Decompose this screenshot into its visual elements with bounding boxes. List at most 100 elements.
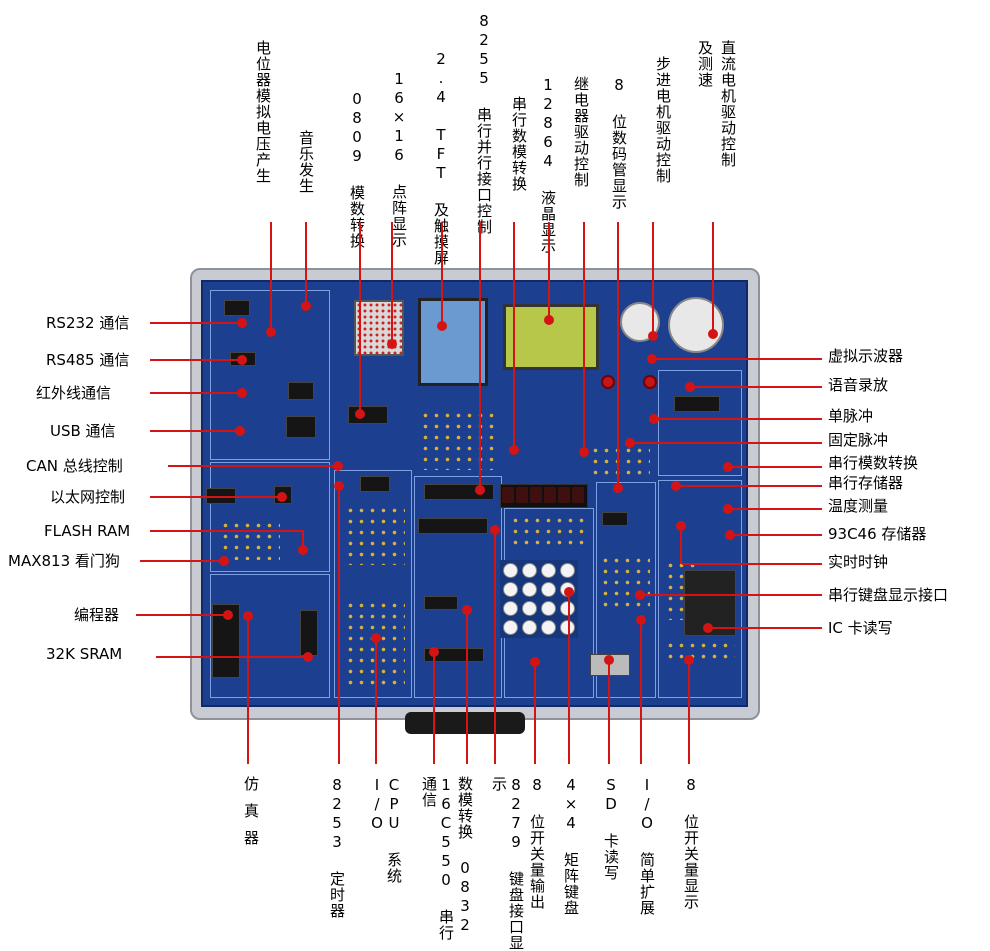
ic-chip (212, 604, 240, 678)
leader-line (140, 560, 224, 562)
leader-line (338, 486, 340, 764)
leader-dot (333, 461, 343, 471)
leader-line (728, 466, 822, 468)
leader-line (479, 222, 481, 490)
leader-line (680, 526, 682, 564)
top-label: 0809 模数转换 (348, 90, 366, 249)
leader-dot (648, 331, 658, 341)
leader-dot (509, 445, 519, 455)
leader-dot (635, 590, 645, 600)
board-region (596, 482, 656, 698)
top-label: 电位器模拟电压产生 (254, 40, 272, 184)
leader-line (712, 222, 714, 334)
right-label: 93C46 存储器 (828, 525, 927, 543)
tft-screen (418, 298, 488, 386)
top-label: 2.4 TFT 及触摸屏 (432, 50, 450, 266)
leader-line (433, 652, 435, 764)
right-label: 串行键盘显示接口 (828, 586, 949, 604)
ic-chip (418, 518, 488, 534)
jack-array (420, 410, 500, 470)
leader-dot (685, 382, 695, 392)
leader-dot (725, 530, 735, 540)
jack-array (600, 555, 650, 610)
left-label: RS485 通信 (46, 351, 130, 369)
leader-dot (301, 301, 311, 311)
leader-line (617, 222, 619, 488)
leader-dot (625, 438, 635, 448)
ic-chip (424, 648, 484, 662)
leader-dot (266, 327, 276, 337)
left-label: CAN 总线控制 (26, 457, 123, 475)
leader-dot (684, 655, 694, 665)
seven-segment-display (500, 484, 588, 508)
leader-line (150, 430, 240, 432)
leader-dot (462, 605, 472, 615)
leader-dot (237, 388, 247, 398)
jack-array (220, 520, 280, 560)
leader-line (375, 638, 377, 764)
bottom-label: 仿真器 (242, 776, 260, 857)
matrix-keypad (500, 560, 578, 638)
leader-dot (649, 414, 659, 424)
leader-line (708, 627, 822, 629)
left-label: RS232 通信 (46, 314, 130, 332)
leader-line (640, 594, 822, 596)
leader-line (150, 496, 282, 498)
leader-line (654, 418, 822, 420)
top-label: 8255 串行并行接口控制 (475, 12, 493, 235)
leader-dot (277, 492, 287, 502)
leader-dot (371, 633, 381, 643)
leader-line (466, 610, 468, 764)
leader-dot (303, 652, 313, 662)
leader-line (688, 660, 690, 764)
leader-line (513, 222, 515, 450)
leader-dot (237, 318, 247, 328)
right-label: 虚拟示波器 (828, 347, 904, 365)
leader-line (247, 616, 249, 764)
top-label: 音乐发生 (297, 130, 315, 194)
right-label: IC 卡读写 (828, 619, 893, 637)
leader-dot (564, 587, 574, 597)
bottom-label: 8 位开关量输出 (528, 776, 546, 910)
right-label: 串行模数转换 (828, 454, 919, 472)
leader-line (652, 222, 654, 336)
left-label: USB 通信 (50, 422, 116, 440)
leader-dot (647, 354, 657, 364)
leader-dot (723, 504, 733, 514)
left-label: 编程器 (74, 606, 120, 624)
leader-dot (579, 447, 589, 457)
leader-line (305, 222, 307, 306)
bottom-label: 16C550 串行通信 (420, 776, 455, 941)
leader-line (728, 508, 822, 510)
leader-line (548, 222, 550, 320)
leader-dot (604, 655, 614, 665)
dot-matrix-display (354, 300, 404, 356)
leader-line (640, 620, 642, 764)
leader-line (494, 530, 496, 764)
bottom-label: I/O 简单扩展 (638, 776, 656, 916)
ic-card-slot (684, 570, 736, 636)
ic-chip (674, 396, 720, 412)
jack-array (590, 445, 650, 475)
leader-dot (437, 321, 447, 331)
red-jack (643, 375, 657, 389)
leader-line (682, 563, 822, 565)
ic-chip (602, 512, 628, 526)
bottom-label: 数模转换 0832 (456, 776, 474, 935)
leader-line (391, 222, 393, 344)
board-region (210, 574, 330, 698)
top-label: 步进电机驱动控制 (654, 56, 672, 184)
leader-dot (223, 610, 233, 620)
leader-line (652, 358, 822, 360)
bottom-label: 8 位开关量显示 (682, 776, 700, 910)
right-label: 串行存储器 (828, 474, 904, 492)
leader-line (630, 442, 822, 444)
board-region (210, 462, 330, 572)
leader-dot (298, 545, 308, 555)
board-region (658, 370, 742, 476)
right-label: 温度测量 (828, 497, 889, 515)
leader-line (690, 386, 822, 388)
top-label: 串行数模转换 (510, 96, 528, 192)
right-label: 实时时钟 (828, 553, 889, 571)
